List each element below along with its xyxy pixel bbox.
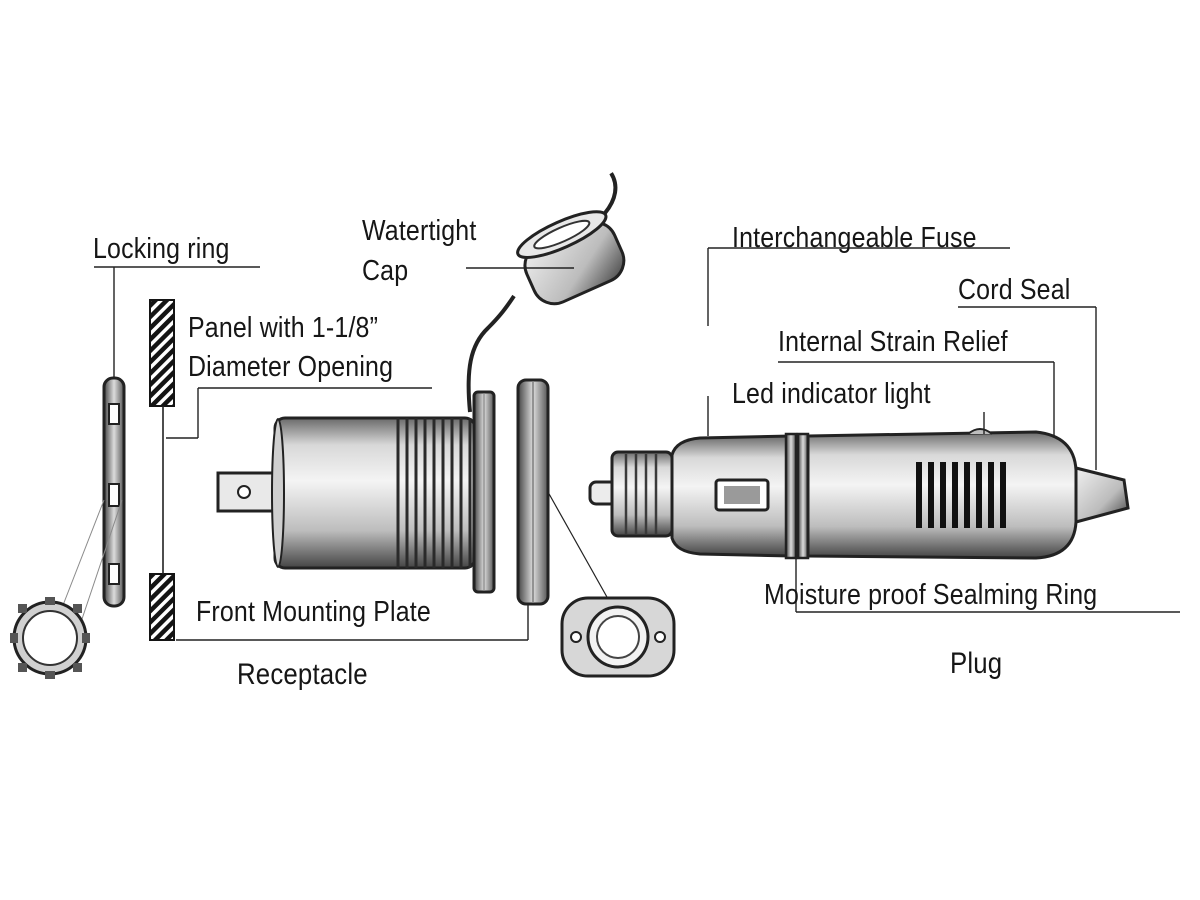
label-panel-line2: Diameter Opening [188, 351, 394, 383]
label-internal-strain-relief: Internal Strain Relief [778, 326, 1008, 358]
label-locking-ring: Locking ring [93, 233, 230, 265]
locking-ring-front-view [10, 597, 90, 679]
label-panel-line1: Panel with 1-1/8” [188, 312, 379, 344]
label-receptacle: Receptacle [237, 658, 368, 691]
receptacle-body [216, 294, 516, 594]
label-watertight-cap-line2: Cap [362, 255, 409, 287]
plug-body [588, 428, 1130, 560]
plug-leaders [707, 247, 1180, 613]
label-cord-seal: Cord Seal [958, 274, 1071, 306]
cord-seal-part [1074, 466, 1130, 524]
watertight-cap [466, 172, 626, 306]
sealing-rings [784, 432, 810, 560]
label-moisture-proof-ring: Moisture proof Sealming Ring [764, 579, 1098, 611]
label-interchangeable-fuse: Interchangeable Fuse [732, 222, 977, 254]
label-watertight-cap-line1: Watertight [362, 215, 477, 247]
label-plug: Plug [950, 647, 1003, 680]
label-front-mounting-plate: Front Mounting Plate [196, 596, 431, 628]
locking-ring-part [10, 266, 260, 679]
mounting-plate-front-view [560, 596, 676, 678]
panel-section [149, 299, 500, 641]
label-led-indicator-light: Led indicator light [732, 378, 931, 410]
vent-slots [916, 462, 1006, 528]
receptacle-threads [396, 418, 472, 568]
front-mounting-plate [500, 378, 676, 678]
